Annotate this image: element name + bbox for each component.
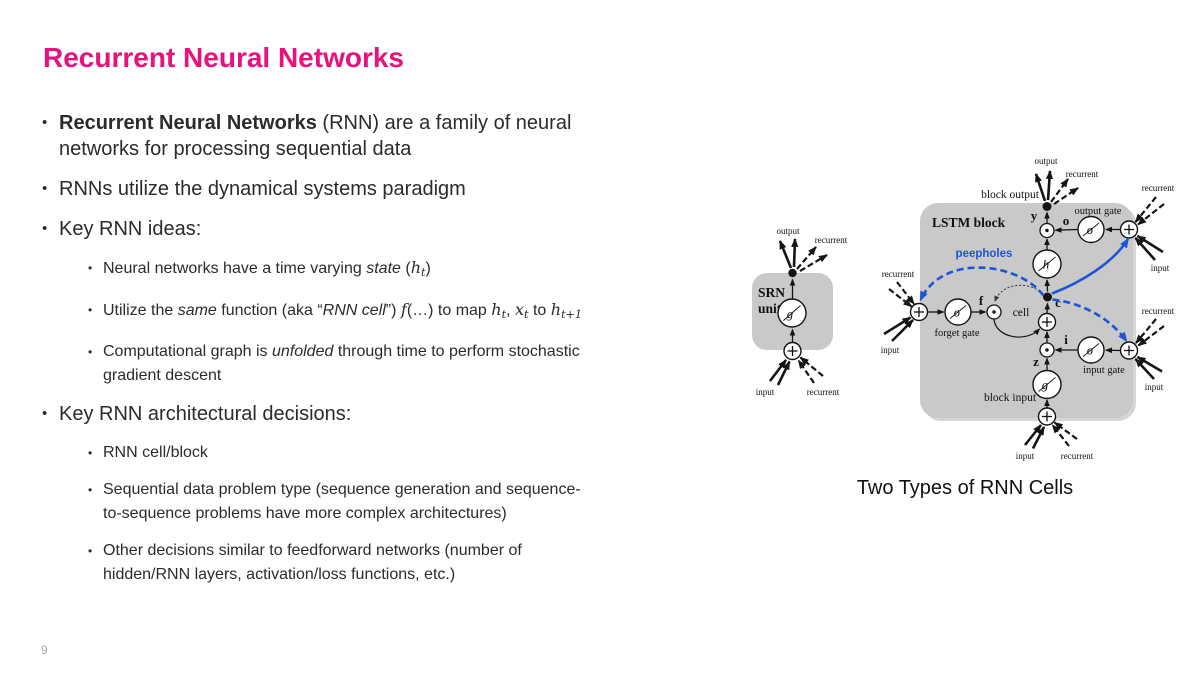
text-segment: ,	[506, 302, 515, 320]
bullet-item: Other decisions similar to feedforward n…	[40, 539, 730, 587]
srn-input-label: input	[756, 387, 775, 397]
text-segment: state	[366, 260, 401, 277]
i-symbol: i	[1064, 332, 1068, 347]
bullet-item: Sequential data problem type (sequence g…	[40, 478, 730, 526]
text-segment: Computational graph is	[103, 343, 272, 361]
o-symbol: o	[1063, 213, 1070, 228]
block-output-junction-dot	[1042, 202, 1052, 211]
output-gate-label: output gate	[1075, 206, 1122, 217]
srn-output-label: output	[776, 226, 800, 236]
bullet-item: Key RNN ideas:	[40, 216, 730, 242]
text-segment: RNN cell/block	[103, 444, 208, 462]
text-segment: )	[425, 260, 431, 277]
text-segment: h	[550, 300, 562, 320]
lstm-block-label: LSTM block	[932, 215, 1006, 230]
output-gate-sigma-label: σ	[1087, 222, 1094, 237]
input-gate-recurrent-label: recurrent	[1142, 306, 1175, 316]
text-segment: RNNs utilize the dynamical systems parad…	[59, 178, 466, 200]
text-segment: (	[400, 260, 411, 277]
slide-title: Recurrent Neural Networks	[43, 42, 405, 73]
bullet-item: RNNs utilize the dynamical systems parad…	[40, 176, 730, 202]
c-symbol: c	[1055, 295, 1061, 310]
page-number: 9	[41, 643, 48, 657]
text-segment: (RNN) are a family of neural	[316, 112, 572, 134]
lstm-block-diagram: LSTM block output recurrent block output…	[881, 156, 1175, 461]
h-activation-label: h	[1043, 257, 1050, 272]
block-input-label: block input	[984, 392, 1037, 404]
lstm-recurrent-out-label: recurrent	[1066, 169, 1099, 179]
srn-recurrent-in-label: recurrent	[807, 387, 840, 397]
text-segment: unfolded	[271, 343, 334, 361]
input-gate-sigma-label: σ	[1087, 343, 1094, 358]
bullet-item: RNN cell/block	[40, 441, 730, 465]
text-segment: t	[501, 308, 507, 322]
cell-state-junction-dot	[1043, 292, 1052, 302]
output-gate-recurrent-label: recurrent	[1142, 183, 1175, 193]
y-symbol: y	[1031, 208, 1038, 223]
srn-unit-diagram: SRN unit g output recurrent input	[752, 226, 848, 397]
bullet-item: Recurrent Neural Networks (RNN) are a fa…	[40, 110, 730, 162]
srn-unit-label: SRN	[758, 285, 785, 300]
forget-gate-sigma-label: σ	[954, 305, 961, 320]
block-output-label: block output	[981, 189, 1040, 201]
bullet-item: Utilize the same function (aka “RNN cell…	[40, 298, 730, 327]
text-segment: t+1	[561, 308, 583, 322]
lstm-block-rect	[920, 203, 1133, 418]
srn-output-junction-dot	[788, 268, 797, 278]
text-segment: x	[514, 300, 525, 320]
srn-recurrent-out-label: recurrent	[815, 235, 848, 245]
z-symbol: z	[1033, 354, 1039, 369]
block-input-g-label: g	[1042, 377, 1049, 392]
peephole-to-input-gate	[1052, 298, 1128, 343]
text-segment: t	[524, 308, 529, 322]
text-segment: Key RNN ideas:	[59, 218, 202, 240]
bullet-item: Computational graph is unfolded through …	[40, 340, 730, 388]
srn-activation-g-label: g	[787, 306, 794, 321]
forget-gate-label: forget gate	[935, 328, 980, 339]
srn-unit-label: unit	[758, 301, 782, 316]
text-segment: Key RNN architectural decisions:	[59, 403, 352, 426]
text-segment: Utilize the	[103, 302, 178, 320]
rnn-cells-diagram: SRN unit g output recurrent input	[752, 156, 1175, 461]
input-gate-input-label: input	[1145, 382, 1164, 392]
block-input-input-label: input	[1016, 451, 1035, 461]
peepholes-label: peepholes	[956, 248, 1013, 260]
cell-label: cell	[1013, 307, 1030, 319]
input-gate-label: input gate	[1083, 365, 1125, 376]
peephole-to-output-gate	[1051, 237, 1130, 295]
f-symbol: f	[979, 293, 984, 308]
forget-gate-input-label: input	[881, 345, 900, 355]
text-segment: t	[421, 266, 426, 280]
text-segment: Recurrent Neural Networks	[59, 112, 317, 134]
text-segment: to	[528, 302, 551, 320]
text-segment: through time to perform stochastic	[333, 343, 580, 361]
text-segment: networks for processing sequential data	[59, 138, 412, 160]
text-segment: to-sequence problems have more complex a…	[103, 505, 507, 523]
peephole-to-forget-gate	[919, 266, 1045, 302]
figure-caption: Two Types of RNN Cells	[856, 477, 1074, 499]
forget-gate-recurrent-label: recurrent	[882, 269, 915, 279]
text-segment: Neural networks have a time varying	[103, 260, 367, 277]
text-segment: f	[400, 300, 407, 320]
text-segment: Sequential data problem type (sequence g…	[103, 481, 581, 499]
text-segment: Other decisions similar to feedforward n…	[103, 542, 522, 560]
text-segment: same	[177, 302, 217, 320]
text-segment: gradient descent	[103, 367, 222, 385]
text-segment: function (aka “	[216, 302, 323, 320]
text-segment: ”)	[385, 302, 401, 320]
text-segment: (…) to map	[406, 302, 492, 320]
bullet-list: Recurrent Neural Networks (RNN) are a fa…	[40, 110, 730, 600]
text-segment: h	[410, 258, 422, 277]
text-segment: hidden/RNN layers, activation/loss funct…	[103, 566, 456, 584]
text-segment: h	[491, 300, 502, 320]
lstm-output-label: output	[1034, 156, 1058, 166]
bullet-item: Key RNN architectural decisions:	[40, 401, 730, 427]
bullet-item: Neural networks have a time varying stat…	[40, 256, 730, 285]
output-gate-input-label: input	[1151, 263, 1170, 273]
block-input-recurrent-label: recurrent	[1061, 451, 1094, 461]
text-segment: RNN cell	[322, 302, 386, 320]
